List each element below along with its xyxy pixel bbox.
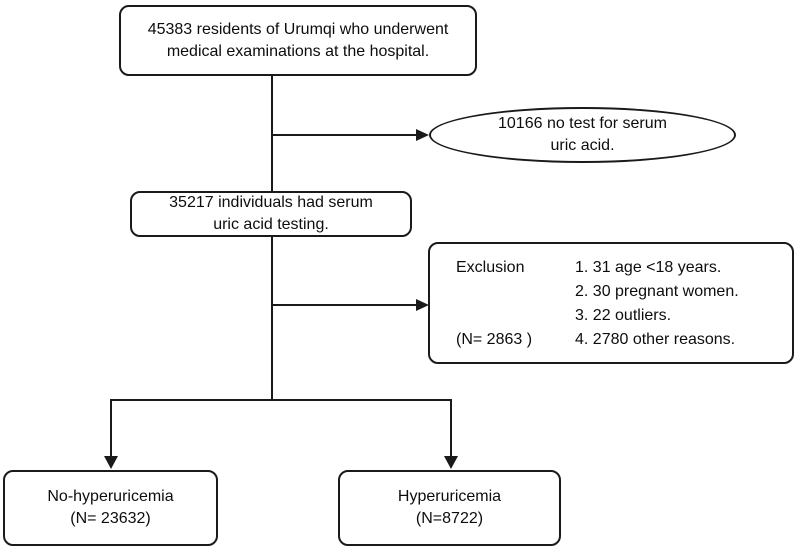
exclusion-box: Exclusion (N= 2863 ) 1. 31 age <18 years… <box>428 242 794 364</box>
exclusion-n-label: (N= 2863 ) <box>456 331 533 348</box>
no-test-line1: 10166 no test for serum <box>498 115 667 132</box>
tested-box: 35217 individuals had serum uric acid te… <box>130 191 412 237</box>
no-hyperuricemia-line1: No-hyperuricemia <box>47 488 174 505</box>
exclusion-reason-item: 3. 22 outliers. <box>575 307 672 324</box>
hyperuricemia-box: Hyperuricemia (N=8722) <box>338 470 561 546</box>
exclusion-reason-item: 2. 30 pregnant women. <box>575 283 739 300</box>
connector-mid-to-branch <box>271 237 273 401</box>
exclusion-reason-list: 1. 31 age <18 years. 2. 30 pregnant wome… <box>575 256 739 352</box>
arrowhead-no-test-icon <box>416 129 429 141</box>
exclusion-left-column: Exclusion (N= 2863 ) <box>456 256 575 352</box>
branch-left-line <box>110 399 112 456</box>
no-hyperuricemia-box: No-hyperuricemia (N= 23632) <box>3 470 218 546</box>
residents-box: 45383 residents of Urumqi who underwent … <box>119 5 477 76</box>
branch-right-line <box>450 399 452 456</box>
connector-top-to-mid <box>271 76 273 191</box>
tested-box-line1: 35217 individuals had serum <box>169 194 373 211</box>
exclusion-reason-item: 1. 31 age <18 years. <box>575 259 722 276</box>
residents-box-line1: 45383 residents of Urumqi who underwent <box>147 20 449 38</box>
residents-box-line2: medical examinations at the hospital. <box>166 42 430 60</box>
arrowhead-exclusion-icon <box>416 299 429 311</box>
branch-horizontal-line <box>110 399 452 401</box>
connector-to-exclusion <box>272 304 418 306</box>
exclusion-title: Exclusion <box>456 259 525 276</box>
tested-box-line2: uric acid testing. <box>213 216 329 233</box>
no-hyperuricemia-line2: (N= 23632) <box>70 510 151 527</box>
connector-to-no-test <box>272 134 418 136</box>
hyperuricemia-line1: Hyperuricemia <box>397 488 502 505</box>
arrowhead-hyperuricemia-icon <box>444 456 458 469</box>
hyperuricemia-line2: (N=8722) <box>415 510 484 527</box>
arrowhead-no-hyperuricemia-icon <box>104 456 118 469</box>
exclusion-reason-item: 4. 2780 other reasons. <box>575 331 736 348</box>
no-test-line2: uric acid. <box>550 137 615 154</box>
no-test-ellipse: 10166 no test for serum uric acid. <box>429 107 736 163</box>
